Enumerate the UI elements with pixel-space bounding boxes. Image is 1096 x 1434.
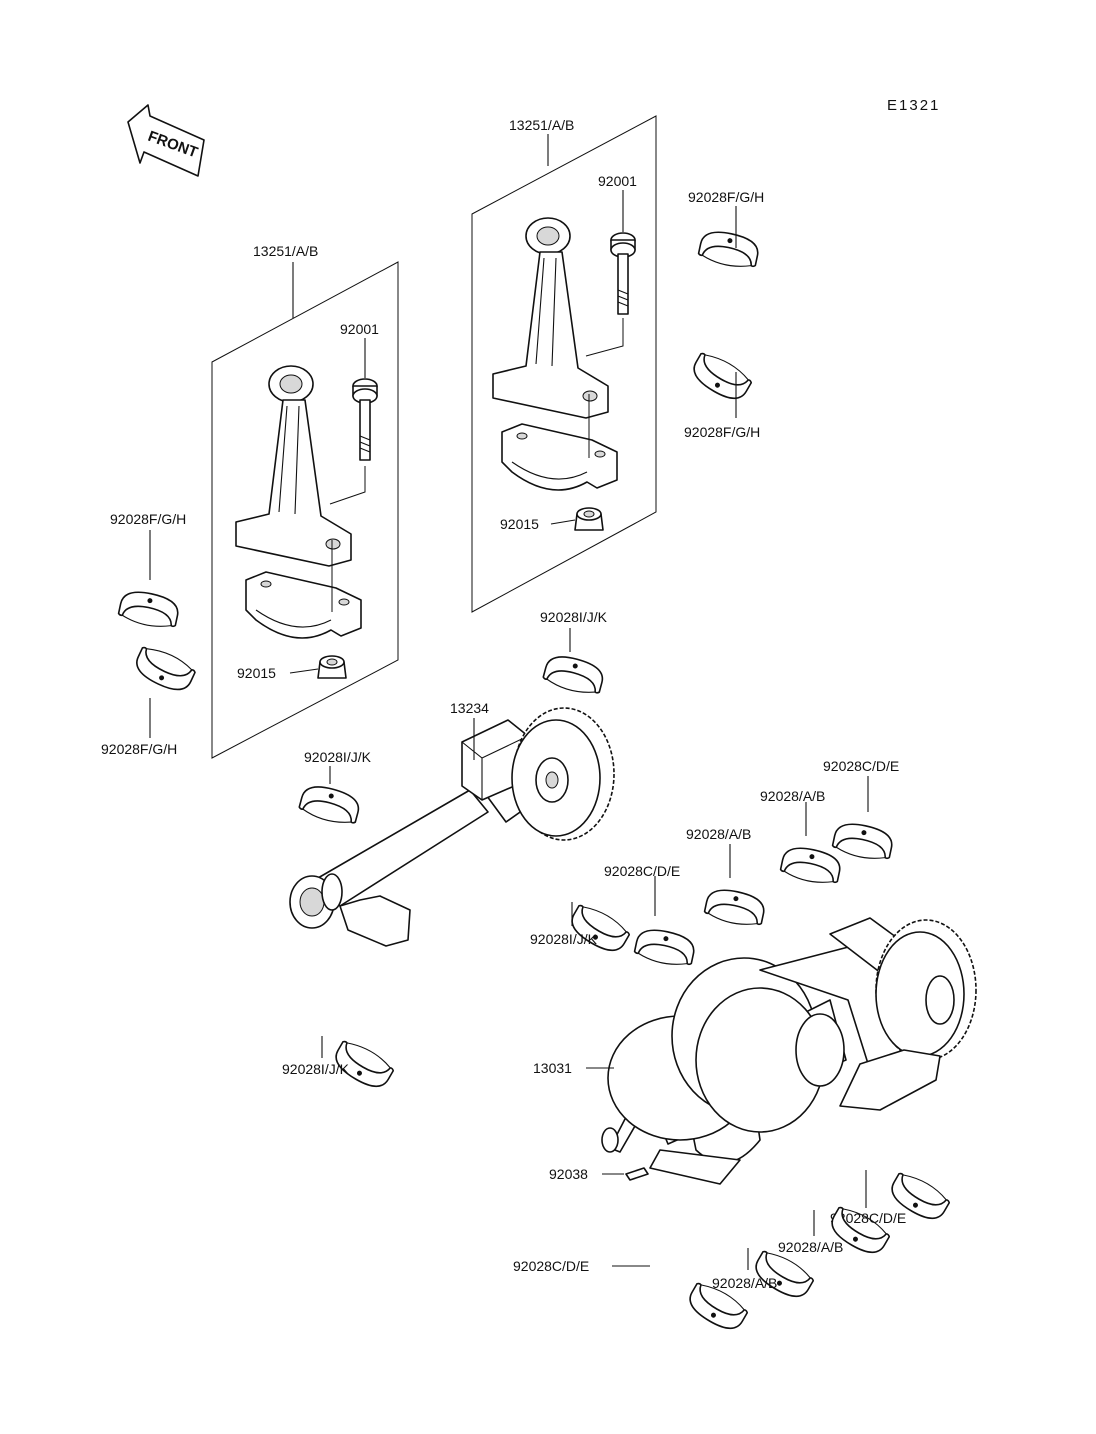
connecting-rod-right [492,217,609,419]
bearing-shell-left-bottom [130,642,199,697]
main-bearing-cde-top [830,819,896,864]
label-main-bearing-ab-top: 92028/A/B [760,788,825,804]
label-bearing-left-top: 92028F/G/H [110,511,186,527]
main-bearing-ab-mid [702,885,768,930]
label-bolt-left: 92001 [340,321,379,337]
label-bearing-right-top: 92028F/G/H [688,189,764,205]
crankshaft [601,917,977,1185]
label-rod-assy-left: 13251/A/B [253,243,318,259]
rod-cap-left [245,571,362,639]
label-main-bearing-cde-top: 92028C/D/E [823,758,899,774]
bearing-shell-right-top [696,227,762,272]
label-balancer-bearing-low: 92028I/J/K [282,1061,350,1077]
connecting-rod-left [235,365,352,567]
main-bearing-ab-top [778,843,844,888]
label-bearing-right-bottom: 92028F/G/H [684,424,760,440]
bearing-shell-right-bottom [687,348,755,407]
label-main-bearing-ab-bottom: 92028/A/B [712,1275,777,1291]
label-main-bearing-ab-mid: 92028/A/B [686,826,751,842]
bearing-shell-left-top [116,587,182,632]
rod-group-right: 13251/A/B 92001 92015 [471,115,657,613]
rod-group-left: 13251/A/B 92001 92015 [211,243,399,759]
label-key: 92038 [549,1166,588,1182]
balancer-shaft [289,707,615,947]
diagram-code: E1321 [887,97,940,114]
balancer-bearing-top [541,651,607,699]
label-main-bearing-cde-bottom: 92028C/D/E [513,1258,589,1274]
label-balancer-bearing-top: 92028I/J/K [540,609,608,625]
front-arrow-icon: FRONT [127,104,205,177]
label-balancer-bearing-left: 92028I/J/K [304,749,372,765]
label-bearing-left-bottom: 92028F/G/H [101,741,177,757]
label-balancer-bearing-mid: 92028I/J/K [530,931,598,947]
rod-bolt-right [610,232,636,315]
rod-cap-right [501,423,618,491]
woodruff-key [625,1167,649,1181]
label-balancer-shaft: 13234 [450,700,489,716]
label-nut-left: 92015 [237,665,276,681]
balancer-gear [511,707,615,841]
label-nut-right: 92015 [500,516,539,532]
label-rod-assy-right: 13251/A/B [509,117,574,133]
balancer-bearing-left [297,781,363,829]
label-bolt-right: 92001 [598,173,637,189]
label-main-bearing-cde-mid: 92028C/D/E [604,863,680,879]
rod-nut-left [317,655,347,679]
rod-bolt-left [352,378,378,461]
label-crankshaft: 13031 [533,1060,572,1076]
rod-nut-right [574,507,604,531]
balancer-bearing-mid [565,900,633,959]
label-main-bearing-ab-right: 92028/A/B [778,1239,843,1255]
main-bearing-cde-mid [632,925,698,970]
